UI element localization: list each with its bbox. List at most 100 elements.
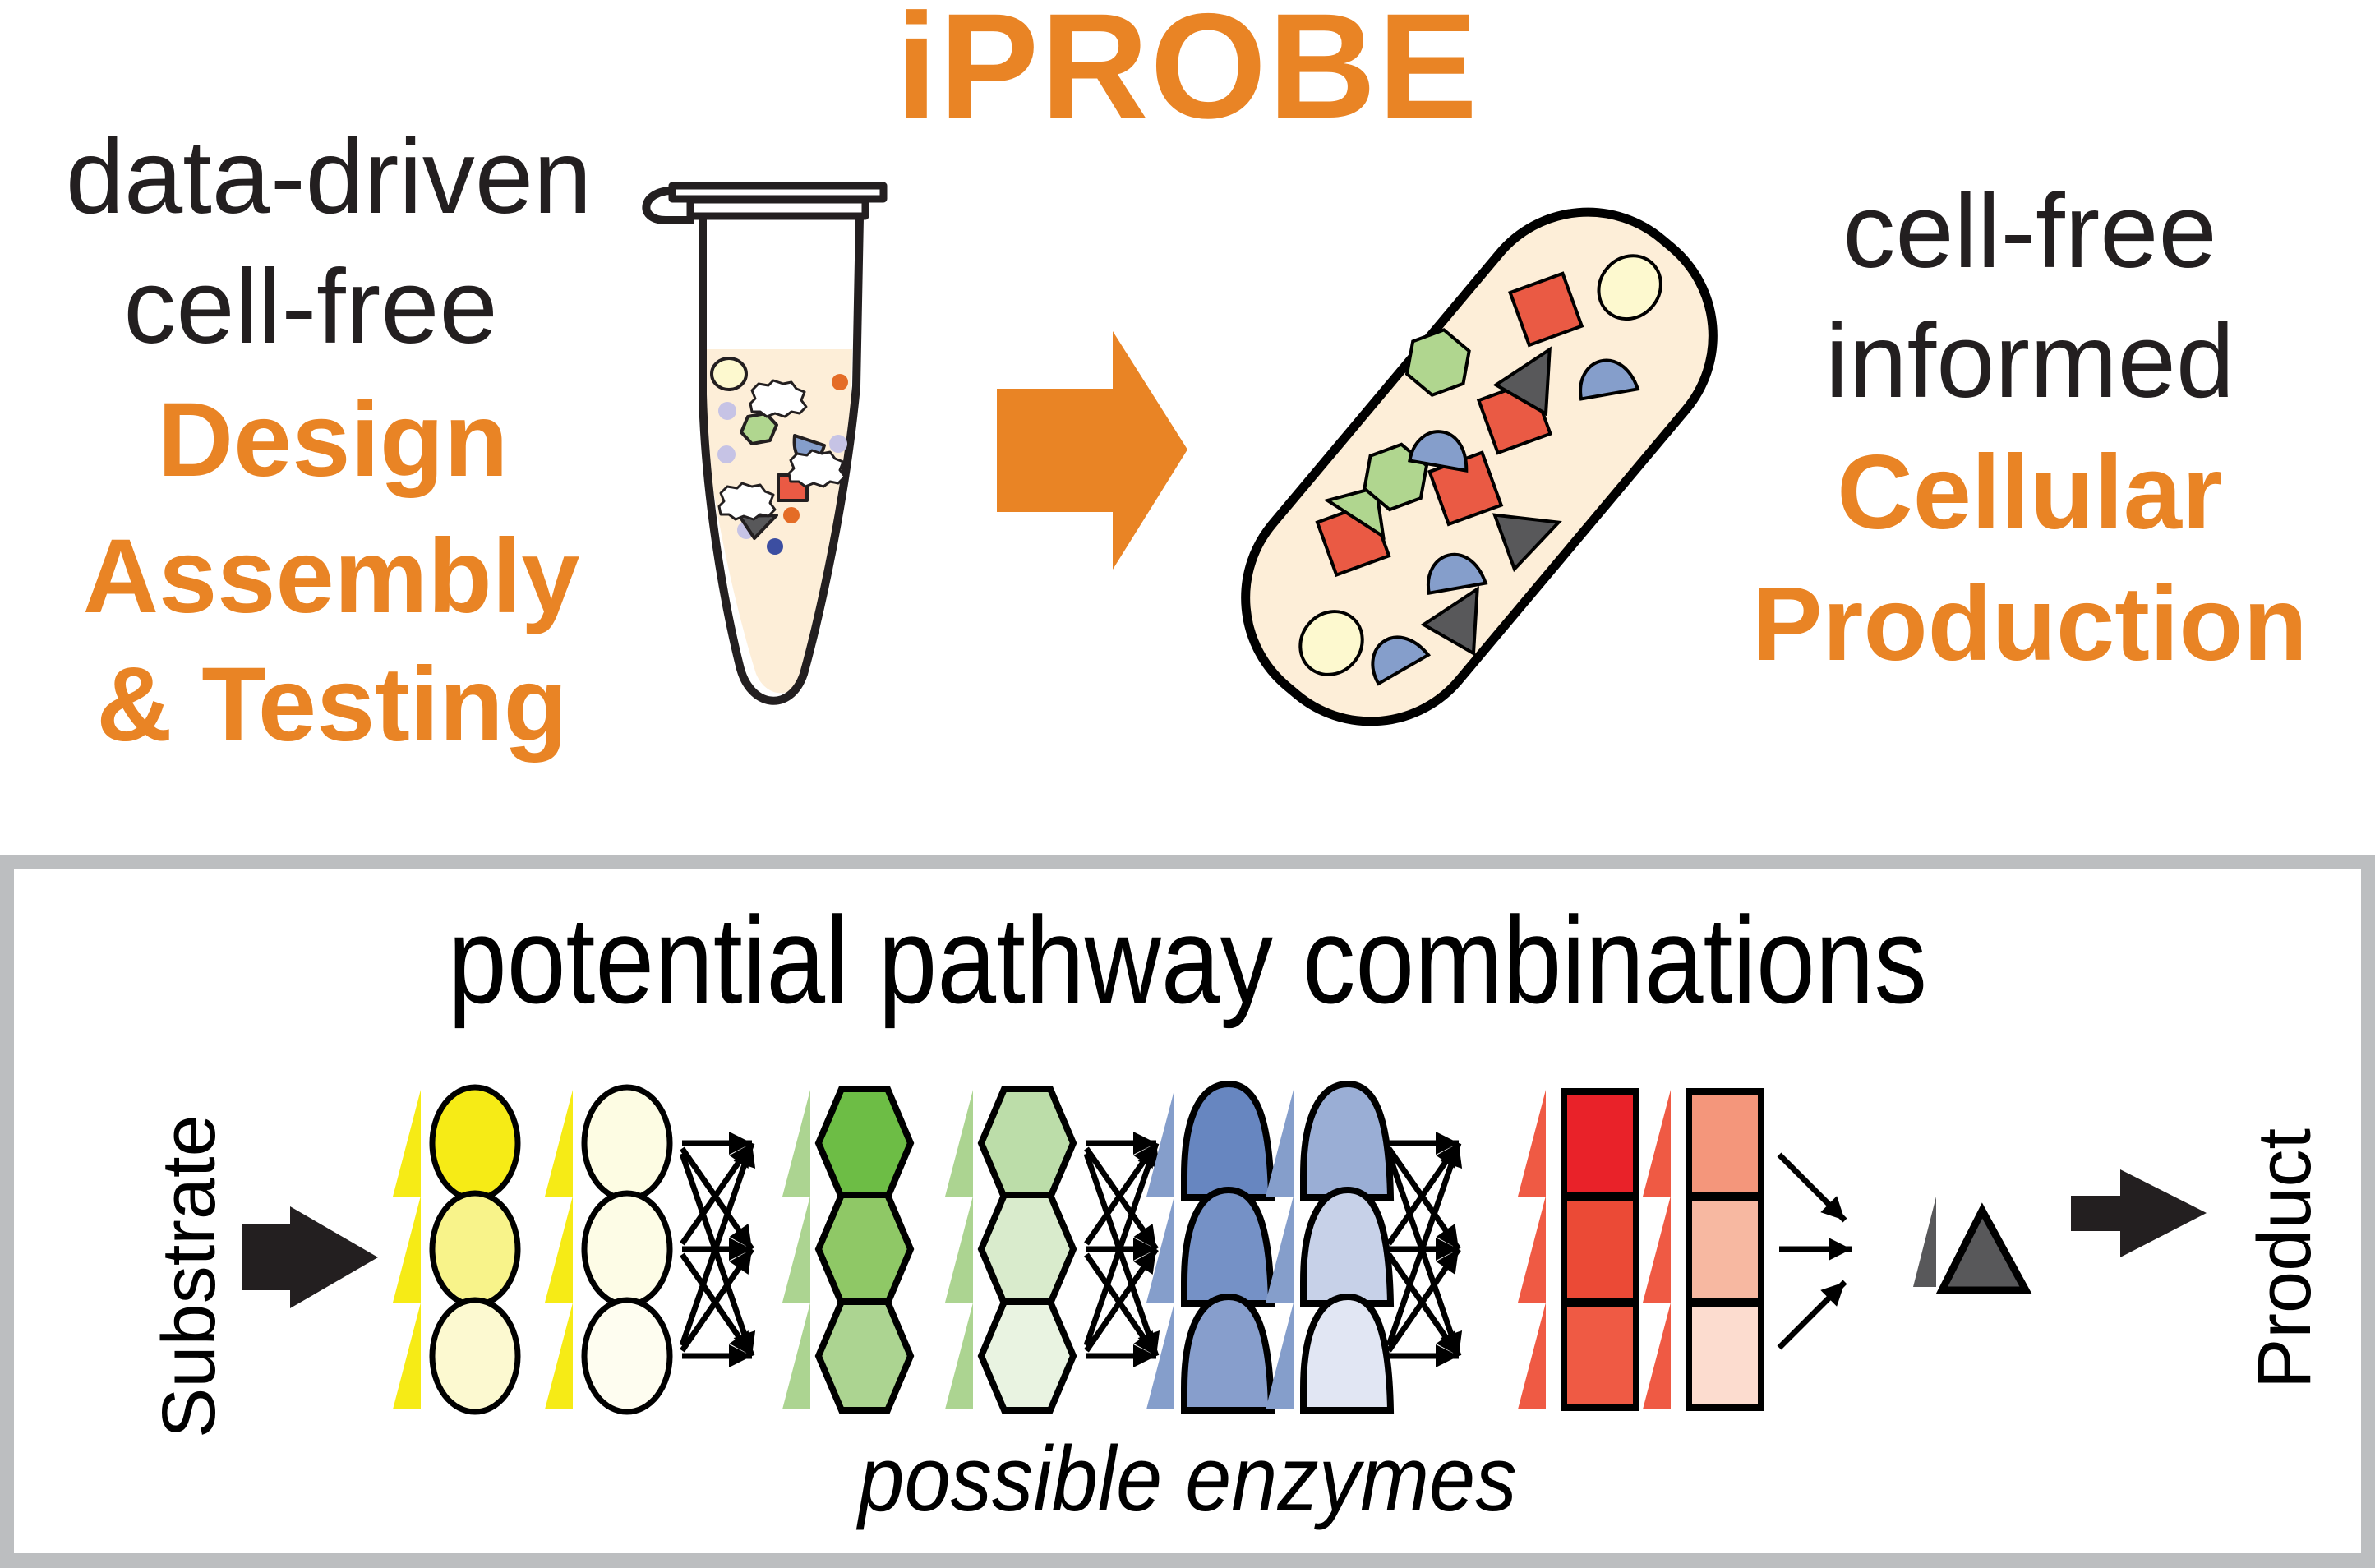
enzyme-circle-icon <box>429 1297 521 1415</box>
tube-cap-inner <box>686 196 869 220</box>
pathway-arrow-line <box>679 1152 755 1358</box>
enzyme-hexagon-icon <box>814 1086 915 1201</box>
arrow-head-icon <box>1436 1330 1459 1356</box>
product-wedge-icon <box>1913 1197 1936 1287</box>
enzyme-circle-icon <box>581 1297 673 1415</box>
arrow-head-icon <box>729 1249 752 1275</box>
expression-level-wedge-icon <box>1518 1090 1546 1197</box>
pathway-arrow-line <box>679 1141 755 1347</box>
arrow-head-icon <box>729 1330 752 1356</box>
tube-liquid <box>703 349 852 694</box>
expression-level-wedge-icon <box>1643 1303 1671 1409</box>
page-title: iPROBE <box>896 0 1479 150</box>
enzyme-square-icon <box>1561 1301 1639 1411</box>
arrow-head-icon <box>1137 1143 1160 1169</box>
enzyme-arch-icon <box>1300 1293 1395 1414</box>
protein-blob-icon <box>749 379 808 418</box>
arrow-head-icon <box>1133 1238 1156 1261</box>
pathway-arrow-line <box>1386 1141 1462 1347</box>
expression-level-wedge-icon <box>1518 1303 1546 1409</box>
left-line-5: & Testing <box>96 646 568 763</box>
expression-level-wedge-icon <box>1146 1303 1174 1409</box>
enzyme-hexagon-icon <box>814 1192 915 1307</box>
right-line-2: informed <box>1825 302 2234 420</box>
expression-level-wedge-icon <box>945 1196 973 1303</box>
left-line-1: data-driven <box>65 118 593 236</box>
arrow-head-icon <box>1133 1344 1156 1367</box>
expression-level-wedge-icon <box>1643 1196 1671 1303</box>
microcentrifuge-tube-icon <box>642 182 888 705</box>
arrow-head-icon <box>1829 1238 1852 1261</box>
enzyme-square-icon <box>1561 1194 1639 1304</box>
enzyme-square-icon <box>1561 1088 1639 1198</box>
right-line-4: Production <box>1752 565 2308 683</box>
arrow-head-icon <box>1436 1344 1459 1367</box>
enzyme-square-icon <box>1686 1194 1764 1304</box>
product-triangle-icon <box>1935 1202 2032 1294</box>
expression-level-wedge-icon <box>393 1196 421 1303</box>
pathway-arrow-line <box>1083 1152 1160 1358</box>
expression-level-wedge-icon <box>393 1090 421 1197</box>
rod-shaped-cell-icon <box>1241 207 1718 726</box>
arrow-head-icon <box>1436 1132 1459 1155</box>
arrow-head-icon <box>729 1132 752 1155</box>
expression-level-wedge-icon <box>545 1090 573 1197</box>
expression-level-wedge-icon <box>1266 1090 1294 1197</box>
arrow-head-icon <box>1440 1143 1463 1169</box>
expression-level-wedge-icon <box>545 1196 573 1303</box>
arrow-head-icon <box>1133 1132 1156 1155</box>
enzyme-hexagon-icon <box>977 1298 1077 1414</box>
enzyme-circle-icon <box>429 1084 521 1202</box>
expression-level-wedge-icon <box>1266 1196 1294 1303</box>
expression-level-wedge-icon <box>945 1090 973 1197</box>
enzyme-arch-icon <box>1300 1080 1395 1201</box>
arrow-head-icon <box>733 1143 756 1169</box>
left-line-4: Assembly <box>82 518 580 635</box>
enzyme-circle-icon <box>581 1084 673 1202</box>
expression-level-wedge-icon <box>782 1196 810 1303</box>
right-line-3: Cellular <box>1837 434 2223 551</box>
tube-hinge <box>642 187 694 224</box>
enzyme-hexagon-icon <box>977 1192 1077 1307</box>
arrow-head-icon <box>1436 1224 1459 1249</box>
expression-level-wedge-icon <box>1146 1196 1174 1303</box>
expression-level-wedge-icon <box>1266 1303 1294 1409</box>
arrow-head-icon <box>729 1238 752 1261</box>
pathway-arrow-line <box>1083 1141 1160 1347</box>
enzyme-hexagon-icon <box>814 1298 915 1414</box>
expression-level-wedge-icon <box>1518 1196 1546 1303</box>
arrow-head-icon <box>1133 1249 1156 1275</box>
enzyme-square-icon <box>1686 1301 1764 1411</box>
pathway-arrow-line <box>1386 1152 1462 1358</box>
expression-level-wedge-icon <box>782 1303 810 1409</box>
enzyme-arch-icon <box>1300 1186 1395 1307</box>
expression-level-wedge-icon <box>393 1303 421 1409</box>
orange-right-arrow-icon <box>997 331 1188 570</box>
arrow-head-icon <box>1133 1330 1156 1356</box>
enzyme-arch-icon <box>1181 1080 1275 1201</box>
tube-body <box>699 217 864 705</box>
protein-blob-icon <box>787 449 846 488</box>
enzyme-hexagon-icon <box>977 1086 1077 1201</box>
enzyme-circle-icon <box>581 1190 673 1308</box>
enzyme-arch-icon <box>1181 1186 1275 1307</box>
arrow-head-icon <box>729 1224 752 1249</box>
expression-level-wedge-icon <box>545 1303 573 1409</box>
arrow-head-icon <box>1820 1196 1845 1220</box>
right-line-1: cell-free <box>1842 173 2217 290</box>
expression-level-wedge-icon <box>1146 1090 1174 1197</box>
arrow-head-icon <box>1820 1282 1845 1307</box>
arrow-head-icon <box>1436 1249 1459 1275</box>
panel-caption: possible enzymes <box>858 1427 1517 1530</box>
product-arrow-icon <box>2071 1169 2207 1257</box>
panel-title: potential pathway combinations <box>448 891 1927 1029</box>
arrow-head-icon <box>1436 1238 1459 1261</box>
arrow-head-icon <box>729 1344 752 1367</box>
left-line-2: cell-free <box>123 248 498 366</box>
expression-level-wedge-icon <box>782 1090 810 1197</box>
top-illustration <box>642 182 1718 726</box>
expression-level-wedge-icon <box>1643 1090 1671 1197</box>
enzyme-circle-icon <box>429 1190 521 1308</box>
protein-blob-icon <box>717 482 777 521</box>
